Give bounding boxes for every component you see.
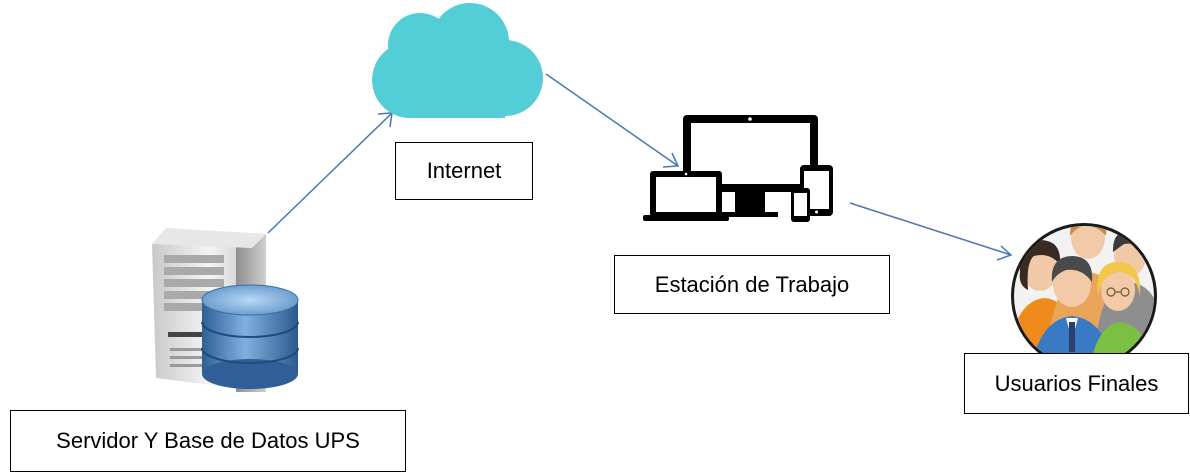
server-database-icon bbox=[152, 228, 299, 392]
arrow-workstation-to-users bbox=[849, 202, 1013, 261]
workstation-label: Estación de Trabajo bbox=[614, 255, 890, 314]
arrow-internet-to-workstation bbox=[545, 73, 680, 168]
server-label: Servidor Y Base de Datos UPS bbox=[10, 410, 406, 472]
connection-arrows bbox=[267, 73, 1013, 261]
devices-icon bbox=[643, 115, 833, 222]
internet-label: Internet bbox=[395, 142, 533, 200]
users-group-icon bbox=[1011, 223, 1157, 369]
users-label: Usuarios Finales bbox=[964, 353, 1189, 414]
arrow-server-to-internet bbox=[267, 112, 393, 234]
cloud-icon bbox=[372, 3, 543, 118]
